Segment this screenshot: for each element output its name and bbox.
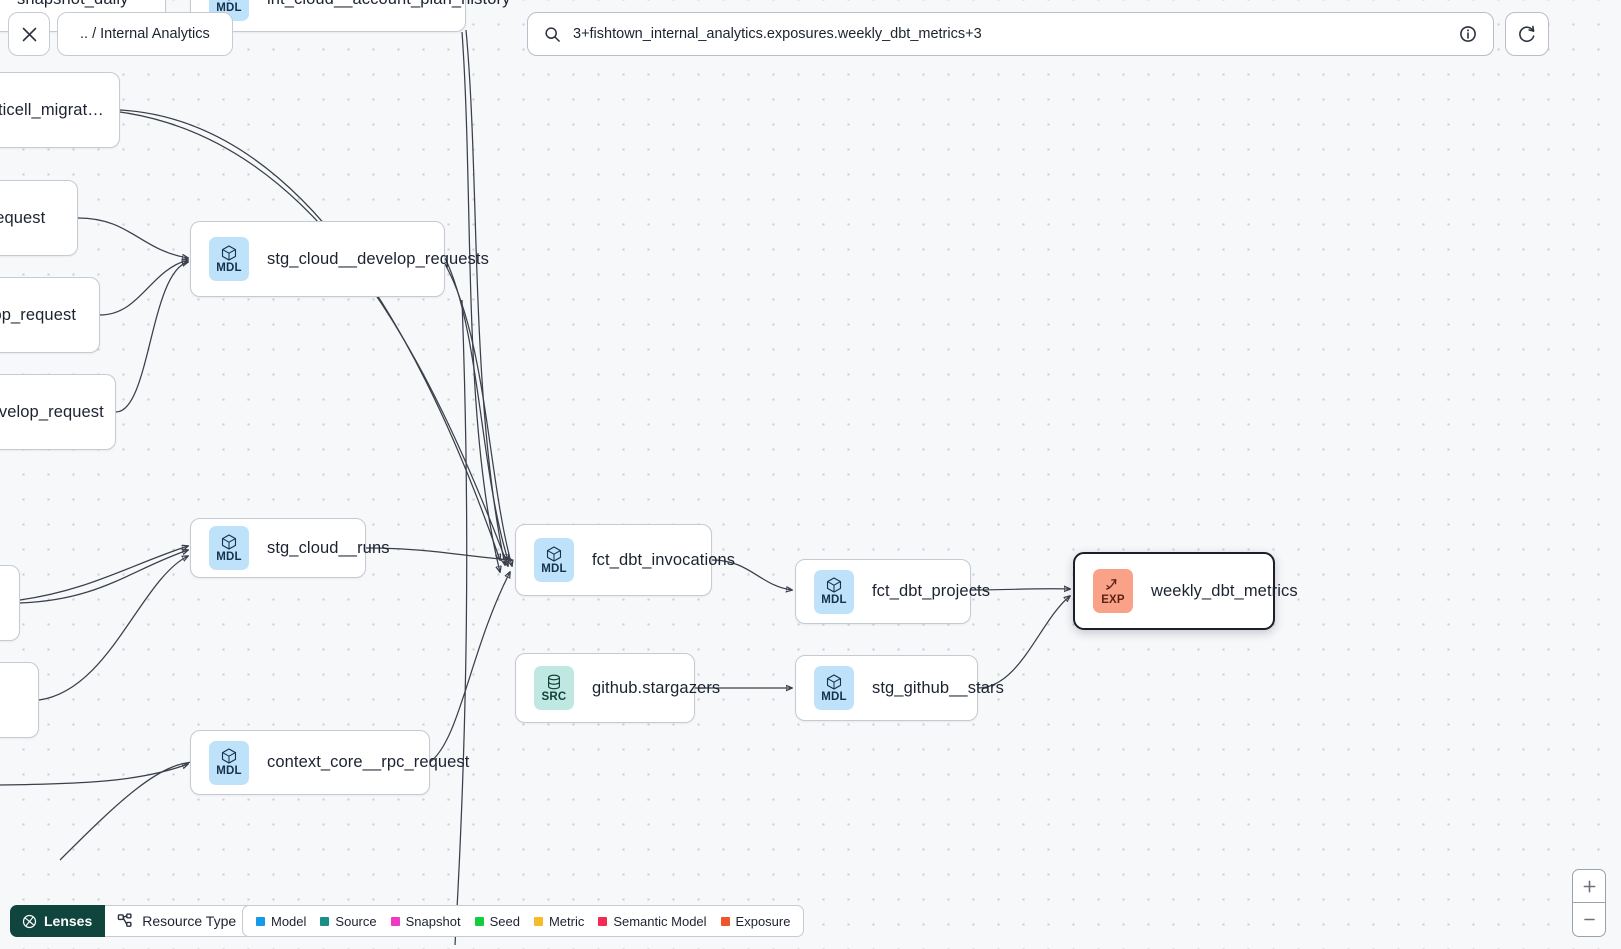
- refresh-icon: [1519, 25, 1535, 43]
- legend-label: Exposure: [735, 913, 791, 929]
- graph-node-n_fct_projects[interactable]: MDL fct_dbt_projects: [795, 559, 990, 624]
- database-icon: [548, 674, 560, 690]
- plus-icon: [1583, 880, 1595, 892]
- legend-item-source[interactable]: Source: [320, 913, 377, 929]
- node-label: ..._develop_request: [0, 402, 104, 421]
- node-label: stg_github__stars: [872, 678, 1004, 697]
- legend-label: Seed: [489, 913, 520, 929]
- refresh-button[interactable]: [1505, 12, 1549, 56]
- zoom-out-button[interactable]: [1573, 903, 1605, 936]
- node-type-code: MDL: [821, 594, 847, 607]
- node-label: int_cloud__account_plan_history: [267, 0, 510, 9]
- legend-label: Semantic Model: [613, 913, 707, 929]
- cube-icon: [221, 245, 237, 261]
- node-label: ...multicell_migrat…: [0, 100, 104, 119]
- node-type-code: MDL: [216, 550, 242, 563]
- info-icon[interactable]: [1457, 23, 1479, 45]
- node-type-badge-exp: EXP: [1093, 569, 1133, 613]
- graph-node-n_n_partial[interactable]: ...n: [0, 565, 20, 641]
- lenses-label: Lenses: [44, 913, 93, 929]
- graph-node-n_run_partial[interactable]: ....run: [0, 662, 39, 738]
- zoom-controls[interactable]: [1572, 869, 1606, 937]
- graph-node-n_velop_request[interactable]: ...velop_request: [0, 277, 100, 353]
- node-type-badge-mdl: MDL: [209, 237, 249, 281]
- breadcrumb-label: .. / Internal Analytics: [80, 26, 210, 42]
- node-type-badge-mdl: MDL: [814, 569, 854, 614]
- node-type-code: MDL: [216, 1, 242, 14]
- node-type-badge-mdl: MDL: [209, 526, 249, 570]
- node-type-badge-src: SRC: [534, 666, 574, 710]
- graph-node-n_int_cloud[interactable]: MDL int_cloud__account_plan_history: [190, 0, 510, 32]
- node-type-badge-mdl: MDL: [209, 740, 249, 785]
- close-icon: [22, 27, 36, 41]
- node-label: fct_dbt_projects: [872, 582, 991, 600]
- graph-node-n_stg_runs[interactable]: MDL stg_cloud__runs: [190, 518, 389, 578]
- minus-icon: [1583, 918, 1595, 921]
- lenses-button[interactable]: Lenses: [10, 905, 106, 937]
- close-button[interactable]: [8, 12, 50, 56]
- node-label: stg_cloud__runs: [267, 538, 390, 557]
- node-label: snapshot_daily: [17, 0, 128, 9]
- graph-node-n_weekly_metrics[interactable]: EXP weekly_dbt_metrics: [1073, 552, 1298, 630]
- cube-icon: [221, 748, 237, 764]
- cube-icon: [221, 534, 237, 550]
- node-label: weekly_dbt_metrics: [1151, 581, 1298, 600]
- breadcrumb[interactable]: .. / Internal Analytics: [57, 12, 233, 56]
- node-type-code: SRC: [541, 690, 567, 703]
- node-label: ...p_request: [0, 208, 46, 227]
- legend-label: Model: [271, 913, 307, 929]
- node-label: context_core__rpc_request: [267, 753, 470, 771]
- graph-node-n_p_request[interactable]: ...p_request: [0, 180, 78, 256]
- zoom-in-button[interactable]: [1573, 870, 1605, 903]
- legend-label: Source: [335, 913, 377, 929]
- node-label: fct_dbt_invocations: [592, 550, 736, 569]
- node-type-badge-mdl: MDL: [534, 538, 574, 582]
- legend-swatch: [533, 916, 543, 926]
- node-type-code: EXP: [1101, 593, 1125, 606]
- graph-node-n_develop_request[interactable]: ..._develop_request: [0, 374, 116, 450]
- cube-icon: [826, 674, 842, 690]
- exposure-chart-icon: [1106, 578, 1117, 590]
- node-label: stg_cloud__develop_requests: [267, 249, 489, 268]
- resource-type-legend: Model Source Snapshot Seed Metric Semantic Mo…: [242, 905, 805, 937]
- graph-node-n_fct_inv[interactable]: MDL fct_dbt_invocations: [515, 524, 735, 596]
- legend-item-seed[interactable]: Seed: [474, 913, 520, 929]
- cube-icon: [546, 546, 562, 562]
- node-type-badge-mdl: MDL: [814, 666, 854, 710]
- legend-item-semantic-model[interactable]: Semantic Model: [598, 913, 707, 929]
- legend-swatch: [720, 916, 730, 926]
- hierarchy-icon: [117, 913, 132, 927]
- graph-node-n_stg_gh_stars[interactable]: MDL stg_github__stars: [795, 655, 1004, 721]
- legend-swatch: [390, 916, 400, 926]
- legend-label: Snapshot: [405, 913, 461, 929]
- node-type-code: MDL: [216, 261, 242, 274]
- lens-icon: [22, 914, 37, 928]
- legend-item-model[interactable]: Model: [256, 914, 306, 929]
- cube-icon: [826, 577, 842, 593]
- graph-node-n_stg_dev_req[interactable]: MDL stg_cloud__develop_requests: [190, 221, 489, 297]
- search-icon: [545, 26, 560, 42]
- graph-node-n_ctx_rpc[interactable]: MDL context_core__rpc_request: [190, 730, 469, 795]
- node-type-code: MDL: [541, 562, 567, 575]
- legend-item-exposure[interactable]: Exposure: [720, 913, 791, 929]
- legend-swatch: [320, 916, 330, 926]
- legend-swatch: [474, 916, 484, 926]
- legend-swatch: [256, 916, 265, 926]
- graph-node-n_multicell[interactable]: ...multicell_migrat…: [0, 72, 120, 148]
- node-type-code: MDL: [821, 690, 847, 703]
- lenses-toolbar[interactable]: Lenses Resource Type: [10, 905, 272, 937]
- graph-node-n_gh_stargazers[interactable]: SRC github.stargazers: [515, 653, 720, 723]
- legend-item-snapshot[interactable]: Snapshot: [390, 913, 461, 929]
- node-label: ...velop_request: [0, 305, 77, 324]
- search-input[interactable]: 3+fishtown_internal_analytics.exposures.…: [573, 26, 982, 42]
- resource-type-label: Resource Type: [142, 913, 237, 929]
- node-type-code: MDL: [216, 765, 242, 778]
- legend-item-metric[interactable]: Metric: [533, 913, 585, 929]
- legend-swatch: [598, 916, 608, 926]
- node-label: github.stargazers: [592, 678, 721, 697]
- legend-label: Metric: [548, 913, 585, 929]
- lineage-search-bar[interactable]: 3+fishtown_internal_analytics.exposures.…: [527, 12, 1494, 56]
